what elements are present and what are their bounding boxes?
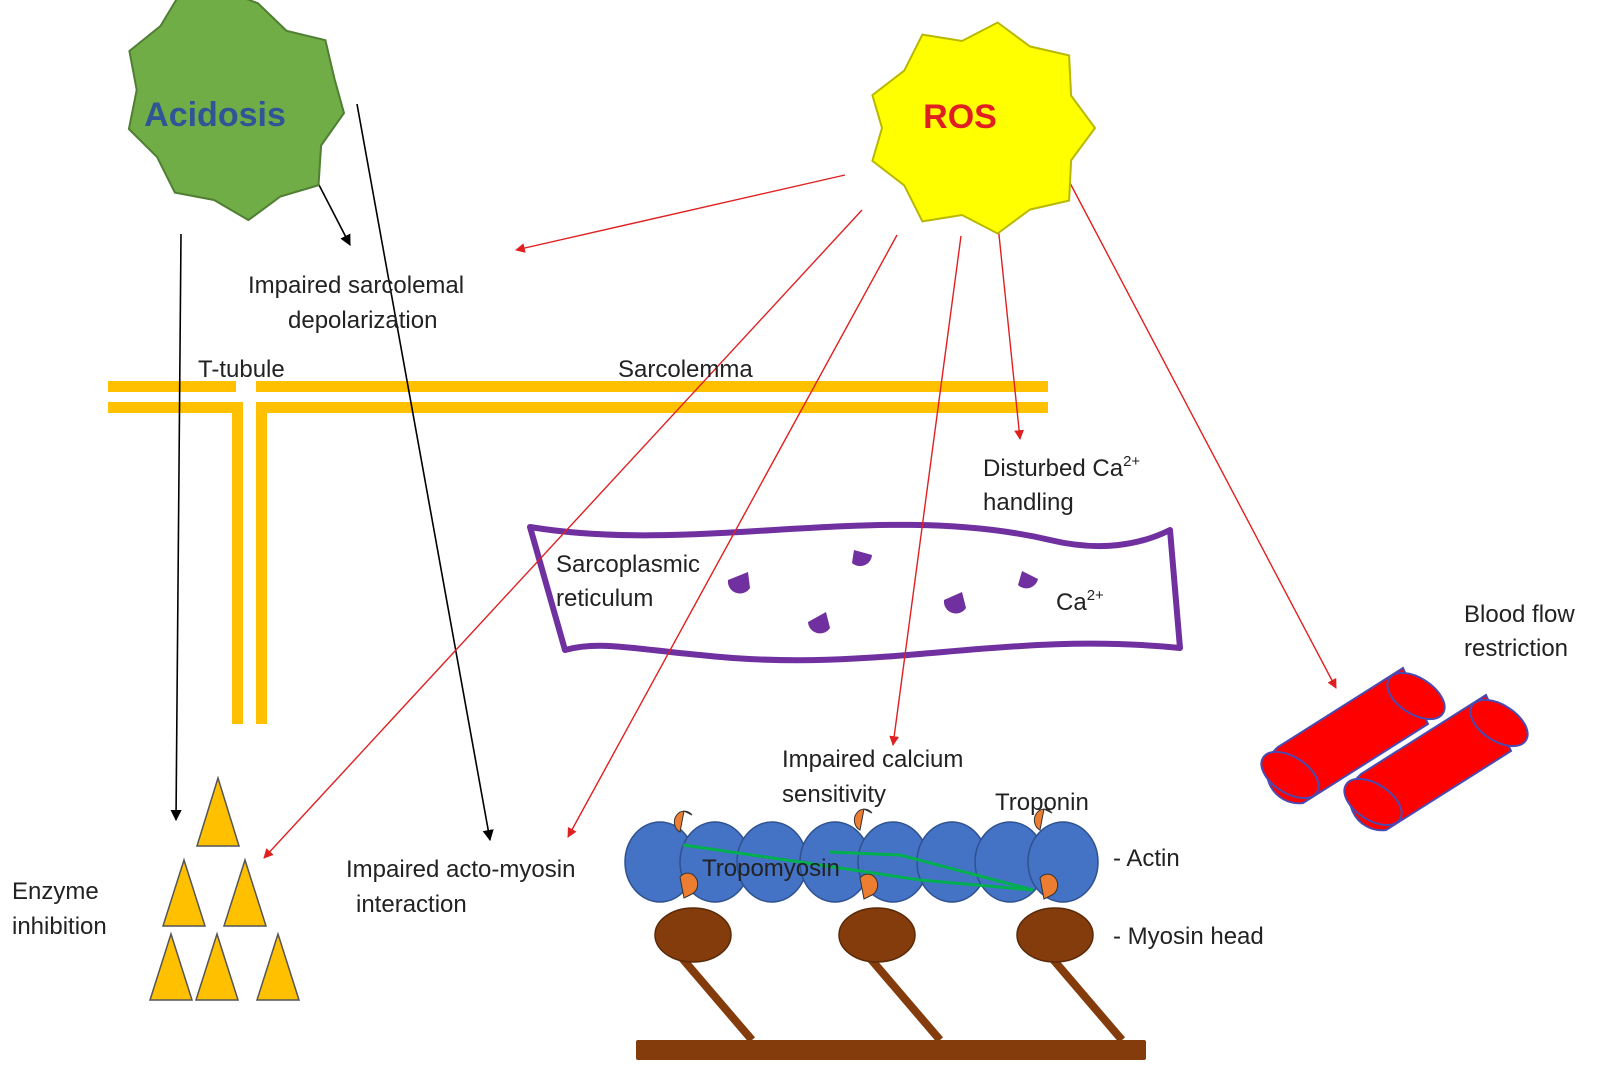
impaired-actomyosin-line2: interaction bbox=[356, 891, 467, 918]
sr-label-line2: reticulum bbox=[556, 585, 653, 612]
acidosis-arrows bbox=[170, 103, 494, 842]
sarcolemma-membrane bbox=[108, 381, 1048, 413]
tropomyosin-strand bbox=[682, 843, 1034, 892]
blood-vessels bbox=[1260, 666, 1529, 832]
ca-ion-superscript: 2+ bbox=[1087, 587, 1104, 604]
actin-label: - Actin bbox=[1113, 845, 1180, 872]
enzyme-triangles bbox=[148, 775, 301, 1001]
t-tubule-membrane bbox=[232, 402, 267, 724]
calcium-ions bbox=[727, 550, 1038, 634]
tropomyosin-label: Tropomyosin bbox=[702, 855, 840, 882]
acidosis-label: Acidosis bbox=[144, 96, 286, 134]
sarcoplasmic-reticulum bbox=[527, 521, 1183, 664]
ros-label: ROS bbox=[923, 98, 997, 136]
troponin-label: Troponin bbox=[995, 789, 1089, 816]
impaired-calcium-line2: sensitivity bbox=[782, 781, 886, 808]
ros-burst: ROS bbox=[871, 21, 1097, 235]
ros-arrows bbox=[263, 174, 1337, 859]
troponin-complexes bbox=[673, 808, 1059, 900]
myosin-head-label: - Myosin head bbox=[1113, 923, 1264, 950]
disturbed-ca-line1: Disturbed Ca2+ bbox=[983, 453, 1140, 482]
blood-flow-line2: restriction bbox=[1464, 635, 1568, 662]
enzyme-line2: inhibition bbox=[12, 913, 107, 940]
ca-ion-text: Ca bbox=[1056, 589, 1087, 616]
myosin-filament bbox=[636, 947, 1146, 1060]
myosin-heads bbox=[654, 907, 1094, 963]
actin-filament bbox=[624, 821, 1099, 903]
impaired-calcium-line1: Impaired calcium bbox=[782, 746, 963, 773]
disturbed-ca-text: Disturbed Ca bbox=[983, 455, 1124, 482]
sarcolemma-label: Sarcolemma bbox=[618, 356, 753, 383]
disturbed-ca-superscript: 2+ bbox=[1123, 453, 1140, 470]
impaired-sarcolemal-line1: Impaired sarcolemal bbox=[248, 272, 464, 299]
ca-ion-label: Ca2+ bbox=[1056, 587, 1104, 616]
impaired-sarcolemal-line2: depolarization bbox=[288, 307, 437, 334]
acidosis-burst: Acidosis bbox=[127, 0, 346, 222]
disturbed-ca-line2: handling bbox=[983, 489, 1074, 516]
sr-label-line1: Sarcoplasmic bbox=[556, 551, 700, 578]
blood-flow-line1: Blood flow bbox=[1464, 601, 1575, 628]
impaired-actomyosin-line1: Impaired acto-myosin bbox=[346, 856, 575, 883]
t-tubule-label: T-tubule bbox=[198, 356, 285, 383]
enzyme-line1: Enzyme bbox=[12, 878, 99, 905]
